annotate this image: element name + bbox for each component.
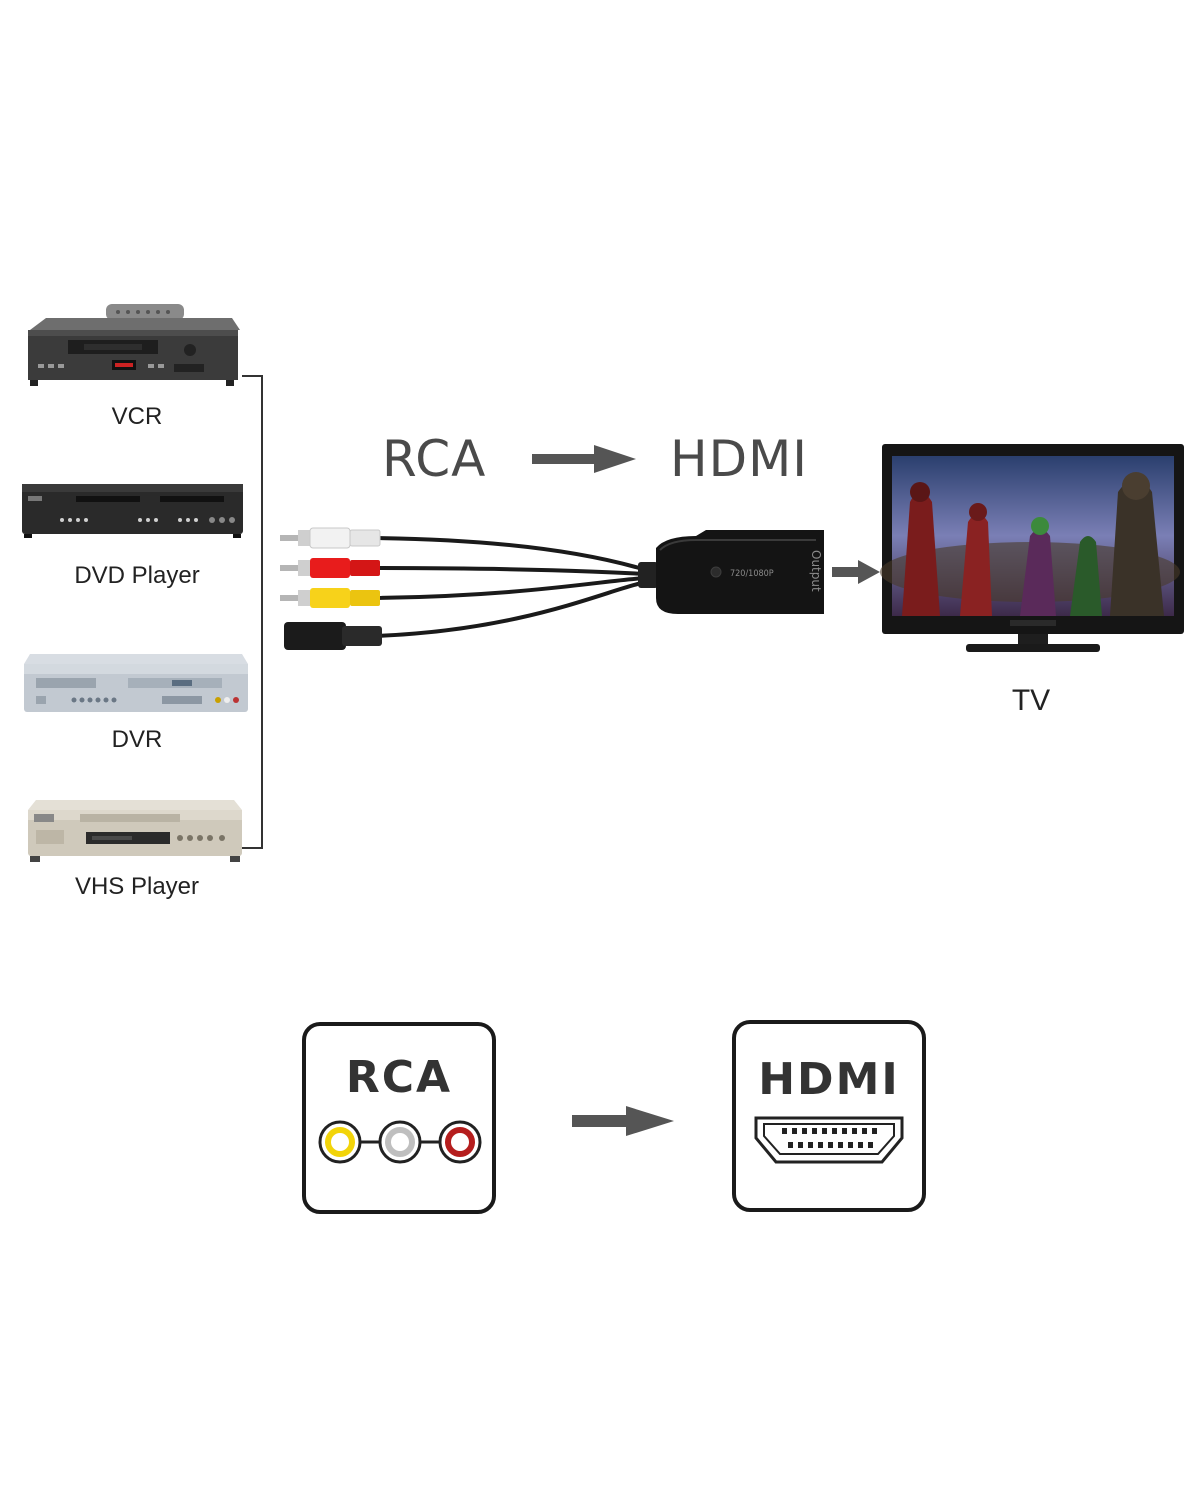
vhs-player-image: [28, 800, 242, 862]
hdmi-icon-title: HDMI: [758, 1054, 900, 1105]
yellow-rca-plug: [280, 588, 380, 608]
adapter-to-tv-arrow: [832, 560, 880, 584]
dvr-label: DVR: [111, 726, 163, 753]
red-rca-plug: [280, 558, 380, 578]
headline-rca: RCA: [382, 430, 487, 488]
white-rca-plug: [280, 527, 381, 549]
vhs-player-label: VHS Player: [74, 873, 200, 900]
rca-cable: 720/1080P Output: [280, 527, 824, 650]
hdmi-port-icon: [754, 1116, 904, 1164]
device-bracket: [242, 375, 263, 849]
dvd-player-label: DVD Player: [74, 562, 200, 589]
tv-label: TV: [1011, 684, 1051, 717]
dvd-player-image: [22, 484, 243, 538]
headline-hdmi: HDMI: [670, 430, 808, 488]
vcr-image: [28, 304, 240, 386]
tv-image: [880, 444, 1184, 652]
rca-icon-title: RCA: [345, 1052, 453, 1103]
adapter-body: [638, 530, 824, 614]
usb-power-plug: [284, 622, 382, 650]
dvr-image: [24, 654, 248, 712]
bottom-arrow: [572, 1106, 674, 1136]
rca-jacks-icon: [318, 1120, 482, 1164]
rca-icon-box: RCA: [302, 1022, 496, 1214]
adapter-resolution: 720/1080P: [730, 569, 774, 579]
vcr-label: VCR: [111, 403, 163, 430]
headline-arrow: [532, 445, 636, 473]
hdmi-icon-box: HDMI: [732, 1020, 926, 1212]
adapter-output-label: Output: [809, 550, 823, 592]
